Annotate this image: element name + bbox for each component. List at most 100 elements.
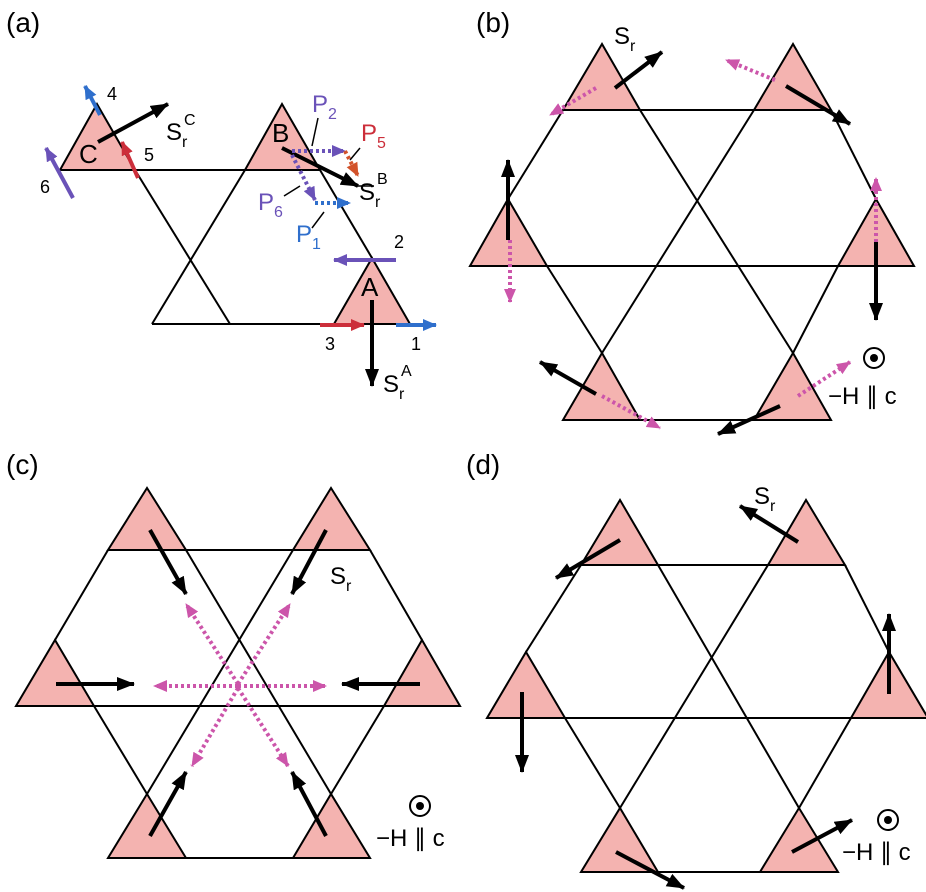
bond-number-3: 3: [325, 334, 335, 354]
triangle-B: [243, 101, 322, 171]
lattice-edges-a: [134, 169, 373, 325]
bond-number-6: 6: [40, 177, 50, 197]
svg-text:6: 6: [274, 204, 283, 221]
leader-line-P2: [311, 117, 319, 147]
spin-label-d: S r: [754, 483, 776, 515]
polarization-label-P1: P 1: [296, 221, 321, 253]
site-label-B: B: [272, 118, 289, 148]
polarization-arrow-c-1: [184, 602, 240, 686]
spin-arrow-C: [97, 102, 169, 144]
leader-line-P6: [283, 185, 301, 197]
bond-arrow-5: [120, 141, 140, 179]
spin-arrow-d-6: [791, 818, 853, 854]
svg-text:2: 2: [328, 106, 337, 123]
polarization-arrow-c-6: [236, 686, 290, 768]
panel-b: (b): [468, 7, 916, 436]
field-label-b: −H ∥ c: [828, 383, 897, 410]
leader-line-P5: [349, 147, 361, 161]
leader-line-P1: [311, 211, 325, 229]
spin-arrow-c-6: [290, 771, 328, 837]
triangle-c-left: [14, 638, 96, 707]
spin-arrow-c-5: [148, 771, 188, 837]
panel-label-d: (d): [466, 449, 500, 480]
field-symbol-b: [863, 347, 885, 369]
site-label-A: A: [361, 272, 379, 302]
svg-text:S: S: [359, 179, 375, 206]
svg-text:C: C: [184, 112, 196, 129]
spin-arrow-b-6: [717, 404, 781, 436]
panel-label-a: (a): [6, 7, 40, 38]
site-label-C: C: [79, 139, 98, 169]
triangle-d-bottom-right: [758, 806, 840, 873]
panel-c: (c) S: [6, 449, 462, 859]
triangle-d-bottom-left: [579, 806, 660, 873]
triangle-d-top-left: [579, 498, 660, 566]
panel-label-b: (b): [476, 7, 510, 38]
polarization-label-P5: P 5: [361, 120, 386, 152]
polarization-label-P6: P 6: [258, 189, 283, 221]
spin-label-c: S r: [330, 563, 352, 595]
svg-text:r: r: [399, 386, 405, 403]
svg-text:r: r: [770, 498, 776, 515]
polarization-arrow-c-5: [190, 686, 240, 768]
triangle-d-top-right: [766, 498, 847, 566]
spin-label-A: S r A: [383, 363, 412, 403]
lattice-edges-b: [507, 109, 877, 421]
spin-arrow-d-2: [738, 504, 800, 544]
triangle-b-top-right: [752, 42, 833, 111]
svg-text:P: P: [312, 91, 328, 118]
spin-arrow-b-5: [539, 360, 597, 396]
triangle-b-top-left: [561, 42, 642, 111]
polarization-arrow-b-5: [601, 394, 661, 430]
svg-text:1: 1: [312, 236, 321, 253]
triangle-b-bottom-right: [752, 350, 833, 421]
svg-text:S: S: [166, 119, 182, 146]
svg-text:r: r: [630, 38, 636, 55]
field-symbol-c: [409, 795, 431, 817]
spin-label-B: S r B: [359, 171, 388, 211]
bond-number-5: 5: [144, 145, 154, 165]
spin-arrow-c-1: [148, 529, 188, 595]
triangle-c-bottom-left: [106, 792, 188, 859]
svg-text:r: r: [182, 134, 188, 151]
svg-text:B: B: [377, 171, 388, 188]
triangle-b-bottom-left: [561, 350, 642, 421]
polarization-arrow-b-2: [725, 58, 776, 82]
triangle-c-bottom-right: [291, 792, 372, 859]
svg-text:S: S: [614, 23, 630, 50]
polarization-arrow-b-1: [548, 86, 598, 117]
spin-arrow-d-1: [554, 538, 622, 580]
polarization-label-P2: P 2: [312, 91, 337, 123]
field-label-d: −H ∥ c: [842, 839, 911, 866]
spin-arrow-b-2: [784, 84, 852, 126]
polarization-arrow-b-6: [796, 360, 852, 398]
svg-text:S: S: [330, 563, 346, 590]
bond-arrow-4: [83, 85, 102, 116]
field-symbol-d: [877, 809, 899, 831]
lattice-edges-d: [525, 564, 890, 873]
svg-text:r: r: [346, 578, 352, 595]
spin-arrow-B: [281, 146, 359, 188]
polarization-arrow-P6: [290, 154, 317, 201]
svg-text:5: 5: [377, 135, 386, 152]
bond-number-2: 2: [394, 232, 404, 252]
svg-text:P: P: [296, 221, 312, 248]
svg-text:A: A: [401, 363, 412, 380]
svg-text:S: S: [383, 371, 399, 398]
spin-label-C: S r C: [166, 112, 196, 151]
svg-text:P: P: [258, 189, 274, 216]
polarization-arrow-c-2: [236, 602, 292, 686]
spin-arrow-b-1: [613, 50, 664, 90]
triangle-c-top-left: [106, 486, 188, 551]
polarization-arrow-P5: [343, 150, 360, 177]
field-label-c: −H ∥ c: [376, 825, 445, 852]
spin-label-b: S r: [614, 23, 636, 55]
lattice-edges-c: [54, 549, 423, 859]
bond-number-4: 4: [107, 84, 117, 104]
triangle-c-right: [382, 637, 462, 707]
panel-label-c: (c): [6, 449, 39, 480]
spin-arrow-d-5: [615, 850, 685, 890]
svg-text:r: r: [375, 194, 381, 211]
svg-text:S: S: [754, 483, 770, 510]
